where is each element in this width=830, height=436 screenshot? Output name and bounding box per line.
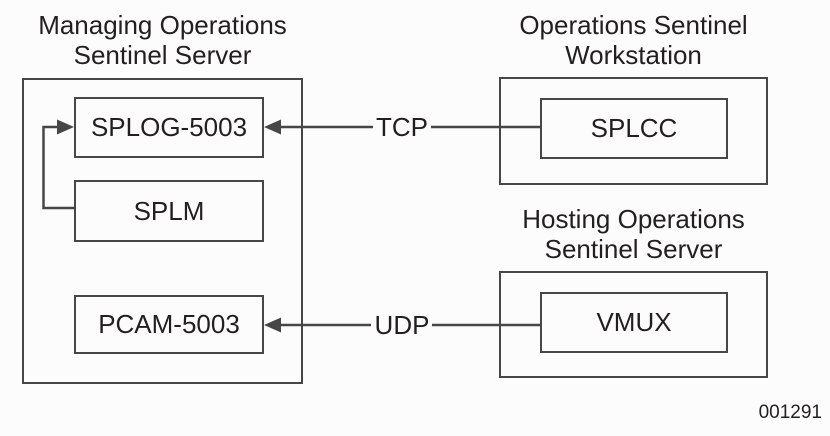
node-vmux: VMUX [540,292,728,353]
node-splm-label: SPLM [133,195,205,226]
managing-server-group-title: Managing Operations Sentinel Server [22,10,303,70]
hosting-server-group-title: Hosting Operations Sentinel Server [499,204,768,264]
workstation-title-line2: Workstation [565,40,702,70]
workstation-title-line1: Operations Sentinel [519,10,748,40]
node-splog-5003-label: SPLOG-5003 [90,112,248,142]
node-pcam-5003: PCAM-5003 [74,295,264,354]
workstation-group-title: Operations Sentinel Workstation [499,10,768,70]
node-splcc-label: SPLCC [590,113,678,143]
workstation-group-box [499,77,768,185]
hosting-server-title-line1: Hosting Operations [522,204,745,234]
hosting-server-title-line2: Sentinel Server [544,234,723,264]
managing-server-title-line2: Sentinel Server [73,40,252,70]
node-splcc: SPLCC [540,98,728,159]
udp-protocol-label: UDP [374,310,430,340]
tcp-protocol-label: TCP [376,112,428,142]
managing-server-group-box [22,78,303,384]
managing-server-title-line1: Managing Operations [38,10,287,40]
node-splm: SPLM [74,180,264,242]
node-vmux-label: VMUX [596,307,672,337]
node-pcam-5003-label: PCAM-5003 [98,309,240,339]
figure-number: 001291 [758,402,822,423]
node-splog-5003: SPLOG-5003 [74,97,264,158]
